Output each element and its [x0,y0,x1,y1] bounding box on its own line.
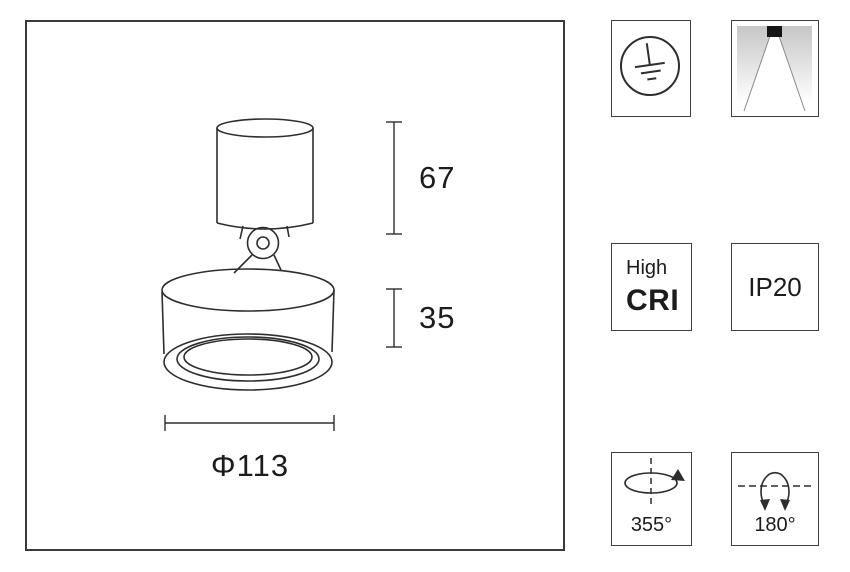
rotation-label: 355° [630,514,673,536]
badge-cri: High CRI [611,243,692,331]
rotation-355-icon [624,458,685,507]
dimension-line-67 [386,121,402,235]
swivel-joint [233,225,290,274]
badge-beam [731,20,819,117]
dimension-label-35: 35 [419,300,456,335]
badge-rotation: 355° [611,452,692,546]
cri-main-label: CRI [626,284,680,317]
dimension-label-67: 67 [419,160,456,195]
mount-cylinder [216,118,314,230]
dimension-label-diameter: Φ113 [210,448,290,483]
downlight-beam-icon [737,26,812,112]
earth-ground-icon [620,36,680,96]
dimension-line-35 [386,288,402,348]
badge-ip-rating: IP20 [731,243,819,331]
badge-protection-class [611,20,691,117]
tilt-180-icon [738,471,811,511]
fixture-line-drawing [161,118,402,431]
dimension-line-diameter [164,415,335,431]
technical-drawing-panel: 67 35 Φ113 [25,20,565,551]
lamp-head [161,268,335,391]
cri-high-label: High [626,257,668,279]
badge-tilt: 180° [731,452,819,546]
ip-rating-label: IP20 [748,271,802,302]
tilt-label: 180° [754,514,796,536]
